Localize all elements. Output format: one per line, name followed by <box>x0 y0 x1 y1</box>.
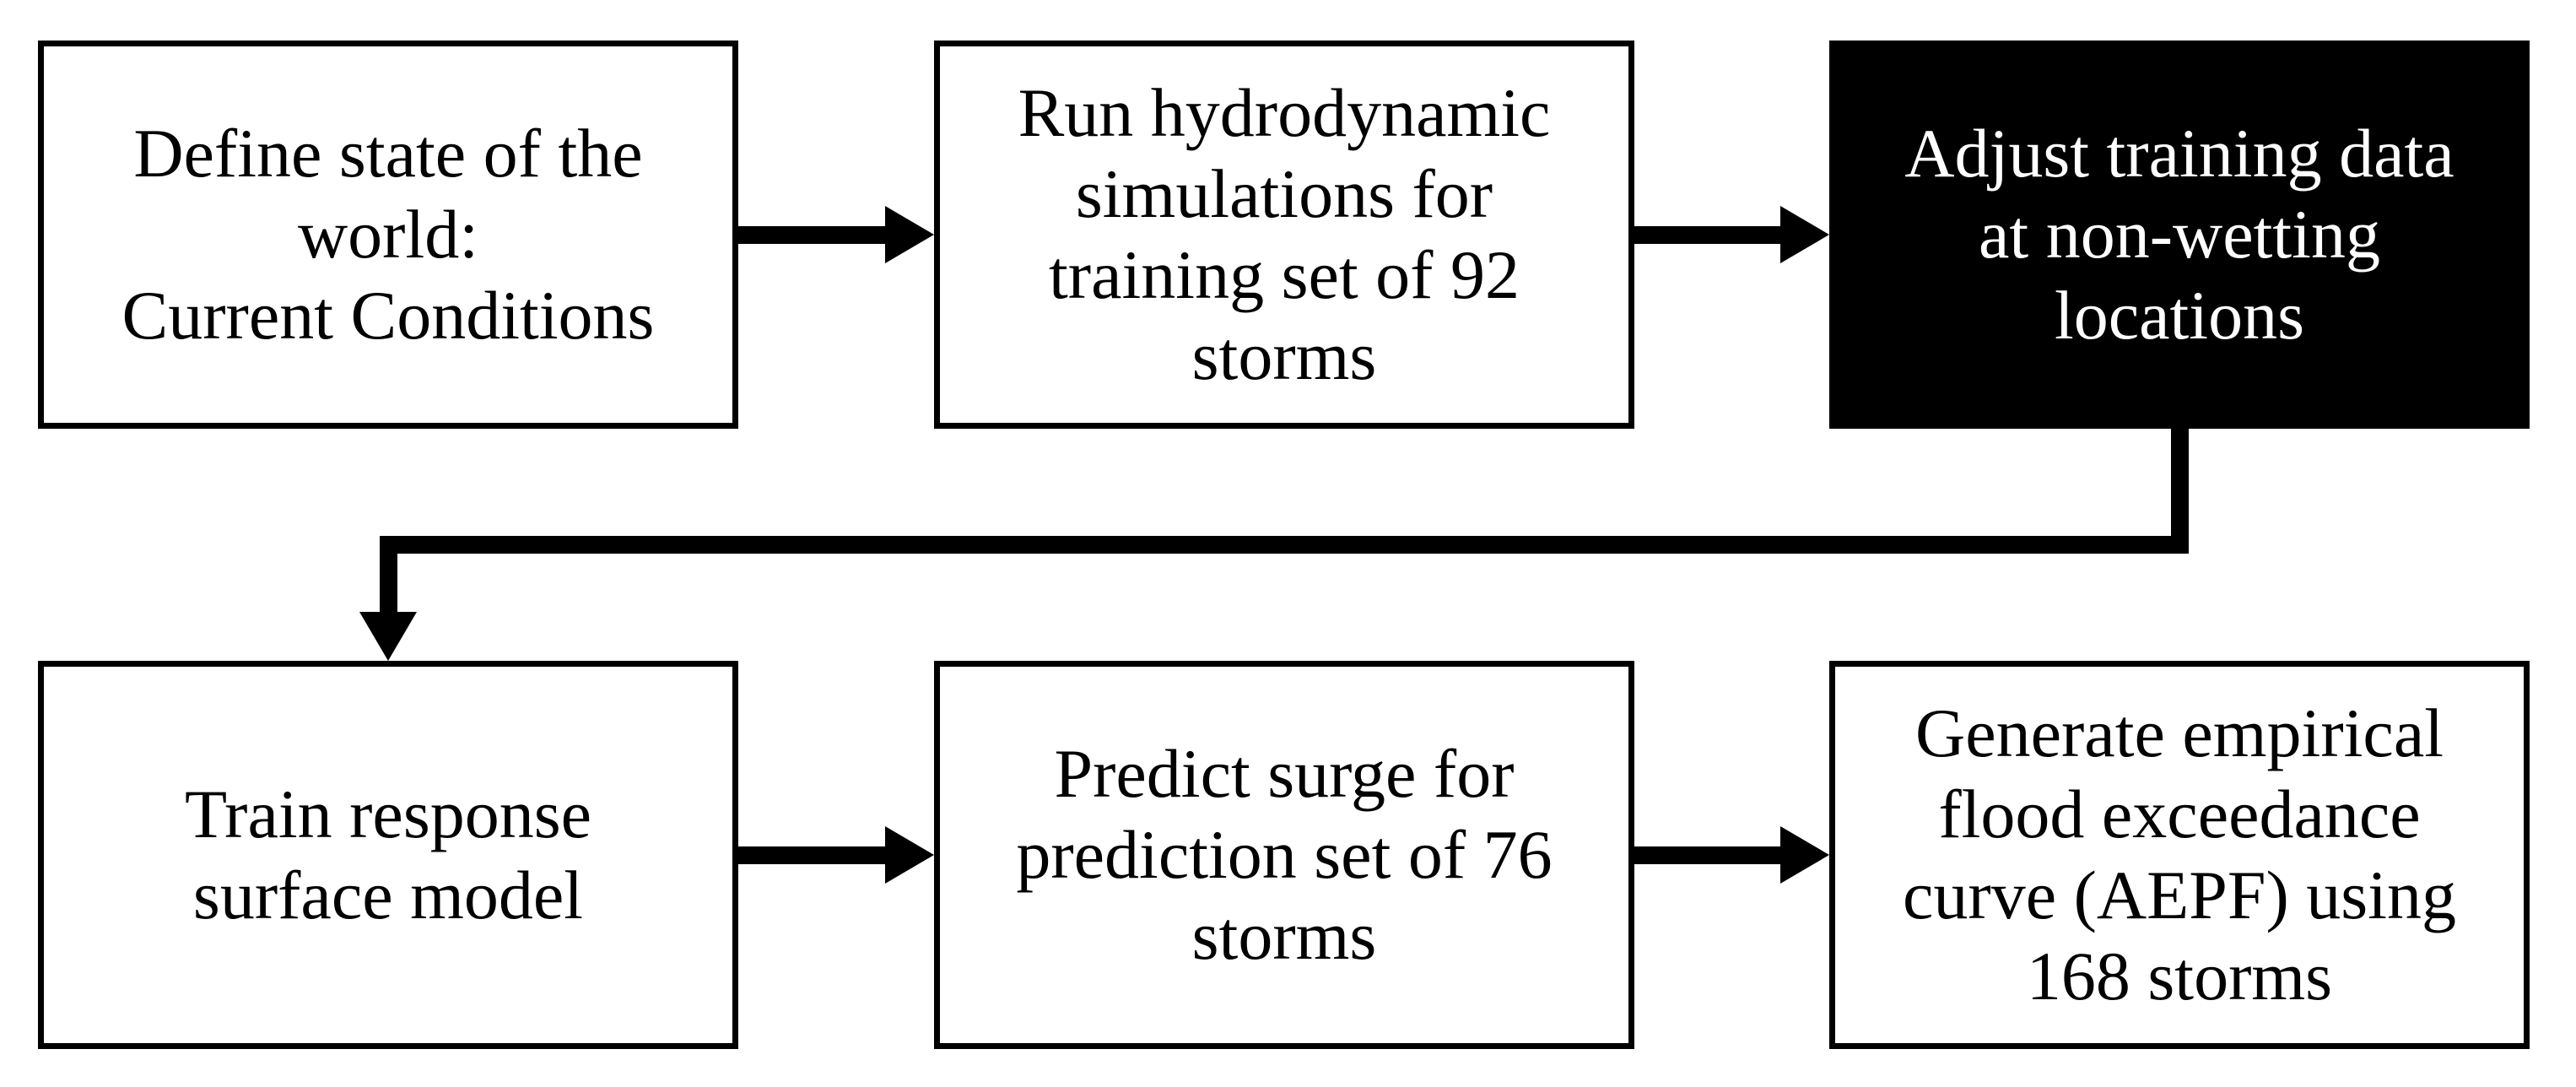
flow-box-adjust-training-data: Adjust training data at non-wetting loca… <box>1829 41 2530 429</box>
arrowhead-right-icon <box>885 826 934 884</box>
arrowhead-right-icon <box>1780 206 1829 263</box>
flow-box-predict-surge: Predict surge for prediction set of 76 s… <box>934 661 1634 1049</box>
arrow-shaft <box>1634 846 1782 864</box>
arrow-shaft <box>738 226 887 244</box>
flow-box-train-model: Train response surface model <box>38 661 738 1049</box>
flow-box-define-state: Define state of the world: Current Condi… <box>38 41 738 429</box>
arrow-shaft <box>1634 226 1782 244</box>
flow-box-generate-curve: Generate empirical flood exceedance curv… <box>1829 661 2530 1049</box>
arrow-shaft <box>738 846 887 864</box>
elbow-horizontal-segment <box>380 536 2189 554</box>
elbow-vertical-from-box3 <box>2171 429 2189 554</box>
flow-box-run-simulations: Run hydrodynamic simulations for trainin… <box>934 41 1634 429</box>
arrowhead-down-icon <box>359 612 417 661</box>
elbow-vertical-to-box4 <box>380 536 397 614</box>
arrowhead-right-icon <box>885 206 934 263</box>
arrowhead-right-icon <box>1780 826 1829 884</box>
